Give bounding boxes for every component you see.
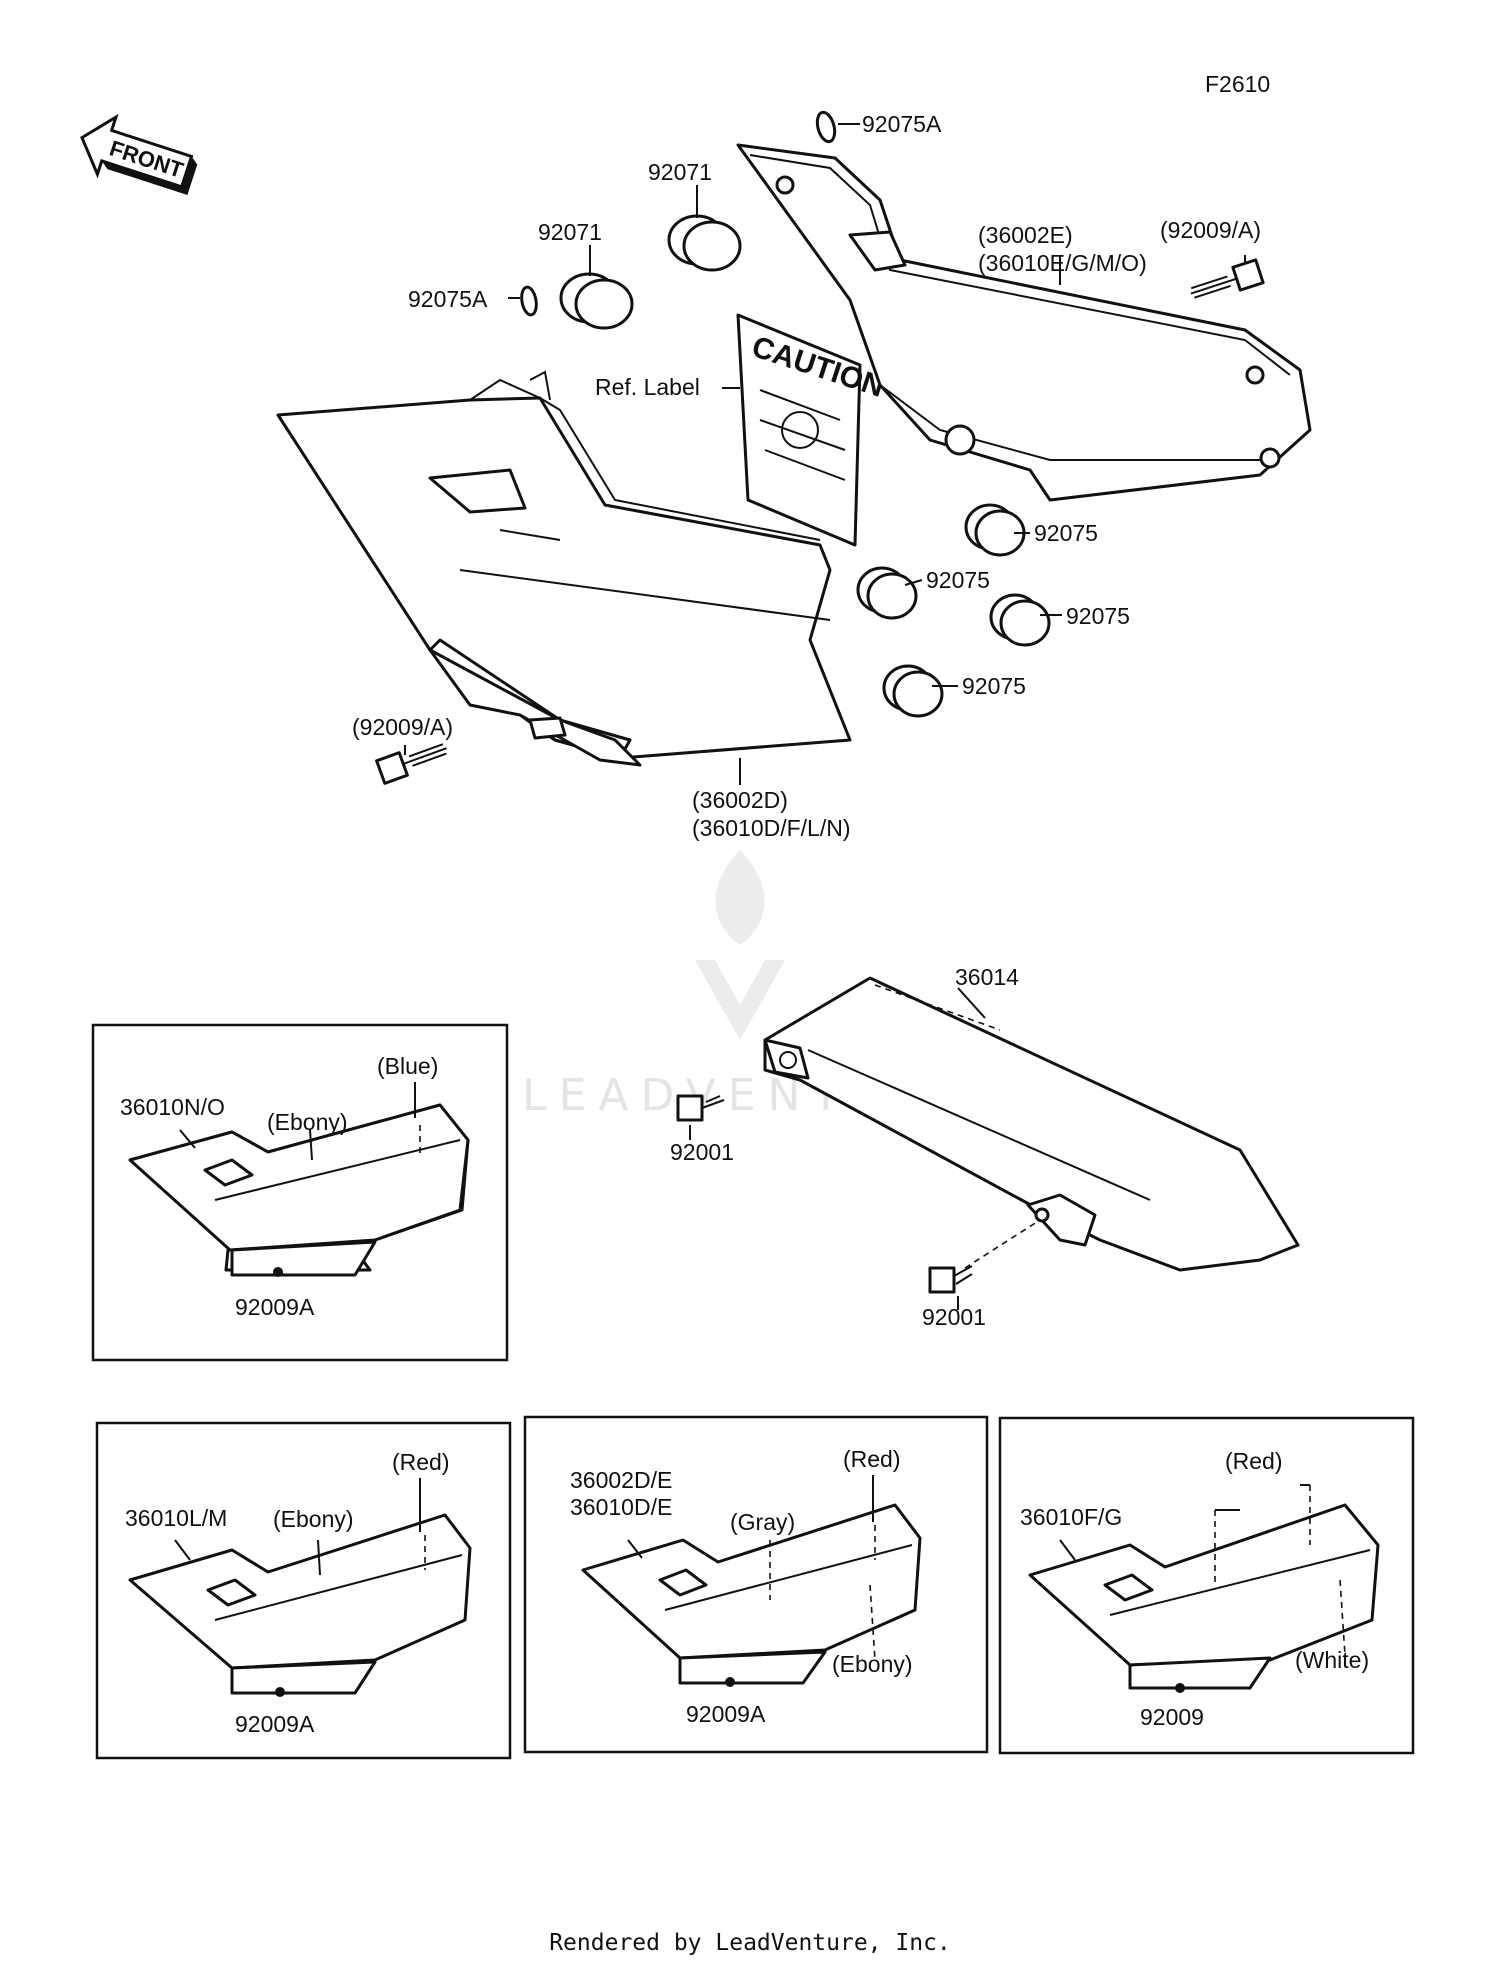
inset-fg-part: 36010F/G <box>1020 1504 1122 1530</box>
chain-case <box>763 976 1300 1272</box>
inset-de-color-gray: (Gray) <box>730 1509 795 1535</box>
callout-92075-4: 92075 <box>962 673 1026 699</box>
callout-92075-2: 92075 <box>926 567 990 593</box>
inset-lm-color-red: (Red) <box>392 1449 450 1475</box>
callout-92001-a: 92001 <box>670 1139 734 1165</box>
inset-lm-bolt: 92009A <box>235 1711 315 1737</box>
inset-lm-color-ebony: (Ebony) <box>273 1506 354 1532</box>
caution-label: CAUTION <box>736 313 888 547</box>
inset-36010-lm: (Red) (Ebony) 36010L/M 92009A <box>95 1421 512 1760</box>
inset-no-color-ebony: (Ebony) <box>267 1109 348 1135</box>
inset-de-color-red: (Red) <box>843 1446 901 1472</box>
callout-92071-a: 92071 <box>648 159 712 185</box>
callout-36002E: (36002E) <box>978 222 1073 248</box>
callout-92075-3: 92075 <box>1066 603 1130 629</box>
bolt-icon <box>676 1094 973 1294</box>
leader-lines <box>404 123 1246 785</box>
inset-de-bolt: 92009A <box>686 1701 766 1727</box>
callout-ref-label: Ref. Label <box>595 374 700 400</box>
bolt-icon <box>375 258 1265 785</box>
callout-36014: 36014 <box>955 964 1019 990</box>
leader-dashed <box>964 1219 1041 1269</box>
inset-36010-fg: (Red) (White) 36010F/G 92009 <box>998 1416 1415 1755</box>
inset-fg-bolt: 92009 <box>1140 1704 1204 1730</box>
callout-36010EGMO: (36010E/G/M/O) <box>978 250 1147 276</box>
right-side-cover <box>736 143 1312 502</box>
callout-92009A-left: (92009/A) <box>352 714 453 740</box>
left-side-cover <box>276 370 852 767</box>
inset-no-color-blue: (Blue) <box>377 1053 438 1079</box>
inset-no-part: 36010N/O <box>120 1094 225 1120</box>
callout-92009A-right: (92009/A) <box>1160 217 1261 243</box>
leader-36014 <box>957 987 986 1019</box>
front-arrow-icon: FRONT <box>80 113 198 196</box>
callout-92071-b: 92071 <box>538 219 602 245</box>
inset-36010-de: (Red) (Gray) (Ebony) 36002D/E 36010D/E 9… <box>523 1415 989 1754</box>
inset-fg-color-white: (White) <box>1295 1647 1369 1673</box>
callout-92075A-top: 92075A <box>862 111 942 137</box>
grommet-icon <box>520 110 1051 718</box>
inset-de-part-1: 36002D/E <box>570 1467 672 1493</box>
inset-fg-color-red: (Red) <box>1225 1448 1283 1474</box>
diagram-id: F2610 <box>1205 71 1270 97</box>
inset-lm-part: 36010L/M <box>125 1505 227 1531</box>
footer-credit: Rendered by LeadVenture, Inc. <box>549 1930 951 1956</box>
inset-de-color-ebony: (Ebony) <box>832 1651 913 1677</box>
callout-36010DFLN: (36010D/F/L/N) <box>692 815 851 841</box>
inset-de-part-2: 36010D/E <box>570 1494 672 1520</box>
callout-92075-1: 92075 <box>1034 520 1098 546</box>
callout-92001-b: 92001 <box>922 1304 986 1330</box>
inset-36010-no: (Blue) (Ebony) 36010N/O 92009A <box>91 1023 509 1362</box>
callout-92075A-left: 92075A <box>408 286 488 312</box>
inset-no-bolt: 92009A <box>235 1294 315 1320</box>
callout-36002D: (36002D) <box>692 787 788 813</box>
